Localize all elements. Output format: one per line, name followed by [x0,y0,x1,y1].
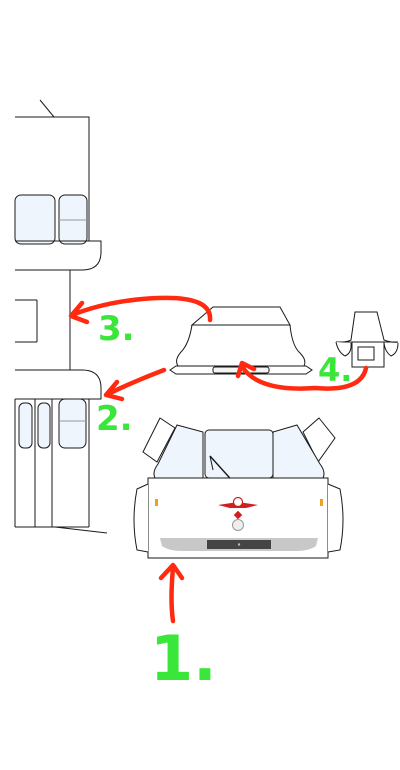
door-window-right [37,402,51,449]
door-window-left [18,402,33,449]
step-numbers: 3. 2. 4. 1. [96,309,352,695]
arrow-step-4 [240,365,369,391]
step-number-3: 3. [98,309,135,349]
upper-ledge [15,240,102,271]
front-flap-right [327,483,344,553]
arrow-head-1 [158,562,185,581]
lamp-part [335,311,399,368]
arrow-head-3 [68,300,90,325]
step-number-4: 4. [318,351,352,389]
arrow-step-2 [105,367,167,397]
lower-ledge [15,369,102,400]
step-number-1: 1. [150,622,217,695]
arrow-head-4 [235,360,257,379]
arrow-step-1 [169,565,176,624]
lower-window [58,398,87,449]
front-flap-left [133,483,149,553]
floor-curve [54,526,108,534]
lamp-left-curl [335,341,352,357]
front-badge [232,519,244,531]
roof-body [176,324,306,367]
indicator-left [155,499,158,506]
lamp-housing [335,311,399,343]
step-number-2: 2. [96,399,133,439]
indicator-right [320,499,323,506]
lamp-window [357,346,375,361]
arrow-head-2 [103,379,125,402]
windscreen-center [204,429,274,479]
bus-body-side-view [14,99,108,534]
upper-body [15,116,90,241]
front-wing-left [142,417,176,463]
upper-window-left [14,194,56,245]
antenna [39,99,55,118]
roof-part [169,306,313,375]
arrow-step-3 [69,295,213,323]
lamp-right-curl [383,342,399,357]
arrows [68,295,369,624]
bus-front-part [133,417,344,559]
